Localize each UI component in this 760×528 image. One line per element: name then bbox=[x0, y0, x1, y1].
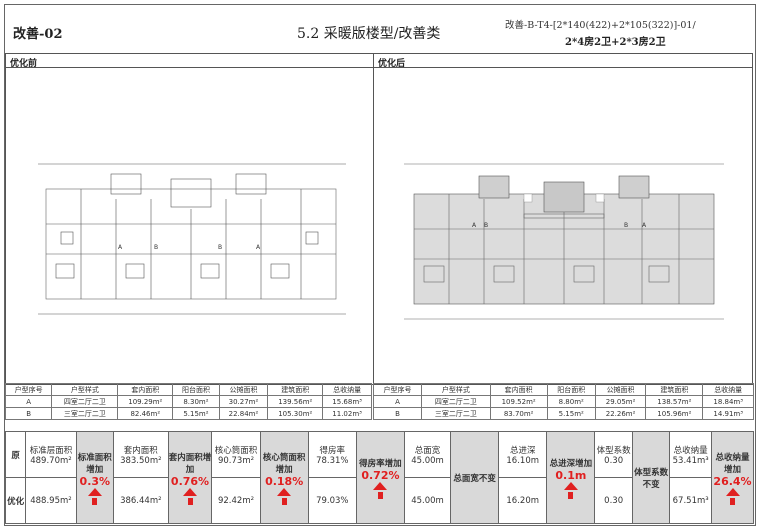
std-area-label: 标准层面积 bbox=[29, 445, 73, 456]
doc-code: 改善-02 bbox=[13, 27, 63, 42]
room-rate-orig: 78.31% bbox=[316, 455, 349, 466]
std-area-increase-value: 0.3% bbox=[79, 474, 111, 488]
room-rate-increase-cell: 得房率增加 0.72% bbox=[355, 431, 406, 524]
before-unit-table: 户型序号 户型样式 套内面积 阳台面积 公摊面积 建筑面积 总收纳量 A 四室二… bbox=[4, 383, 372, 420]
page-title: 5.2 采暖版楼型/改善类 bbox=[297, 26, 441, 42]
std-area-increase-cell: 标准面积增加 0.3% bbox=[75, 431, 115, 524]
storage-label: 总收纳量 bbox=[673, 445, 708, 456]
row-label-original: 原 bbox=[4, 431, 27, 478]
width-opt: 45.00m bbox=[404, 477, 451, 524]
depth-increase-value: 0.1m bbox=[555, 468, 587, 482]
after-panel: 优化后 bbox=[373, 53, 753, 385]
unit-mix: 2*4房2卫+2*3房2卫 bbox=[565, 37, 666, 48]
building-code: 改善-B-T4-[2*140(422)+2*105(322)]-01/ bbox=[505, 20, 696, 31]
inner-area-opt: 386.44m² bbox=[113, 477, 169, 524]
width-note: 总面宽不变 bbox=[449, 431, 500, 524]
up-arrow-icon bbox=[183, 488, 197, 496]
up-arrow-icon bbox=[87, 488, 102, 496]
up-arrow-icon bbox=[725, 488, 740, 496]
table-row: A 四室二厅二卫 109.29m² 8.30m² 30.27m² 139.56m… bbox=[4, 395, 372, 408]
core-area-orig: 90.73m² bbox=[217, 455, 255, 466]
width-orig: 45.00m bbox=[411, 455, 444, 466]
summary-table: 原 标准层面积 489.70m² 标准面积增加 0.3% 套内面积 383.50… bbox=[4, 431, 754, 524]
table-row: B 三室二厅二卫 82.46m² 5.15m² 22.84m² 105.30m²… bbox=[4, 407, 372, 420]
shape-coef-note: 体型系数不变 bbox=[631, 431, 671, 524]
after-unit-table: 户型序号 户型样式 套内面积 阳台面积 公摊面积 建筑面积 总收纳量 A 四室二… bbox=[372, 383, 754, 420]
after-title: 优化后 bbox=[378, 59, 406, 69]
room-rate-opt: 79.03% bbox=[307, 477, 357, 524]
before-panel: 优化前 bbox=[5, 53, 374, 385]
room-rate-label: 得房率 bbox=[319, 445, 346, 456]
depth-orig: 16.10m bbox=[506, 455, 540, 466]
svg-text:B: B bbox=[154, 244, 158, 251]
inner-area-increase-cell: 套内面积增加 0.76% bbox=[167, 431, 213, 524]
room-rate-increase-value: 0.72% bbox=[361, 468, 400, 482]
svg-text:A: A bbox=[256, 244, 261, 251]
svg-text:A: A bbox=[642, 222, 647, 229]
row-label-optimized: 优化 bbox=[4, 477, 27, 524]
svg-text:B: B bbox=[484, 222, 488, 229]
svg-text:A: A bbox=[472, 222, 477, 229]
before-title: 优化前 bbox=[10, 59, 38, 69]
core-area-opt: 92.42m² bbox=[211, 477, 261, 524]
core-area-increase-cell: 核心筒面积增加 0.18% bbox=[259, 431, 309, 524]
depth-label: 总进深 bbox=[509, 445, 536, 456]
inner-area-label: 套内面积 bbox=[123, 445, 158, 456]
up-arrow-icon bbox=[373, 482, 388, 490]
svg-text:B: B bbox=[218, 244, 222, 251]
core-area-increase-value: 0.18% bbox=[265, 474, 304, 488]
std-area-orig: 489.70m² bbox=[30, 455, 72, 466]
up-arrow-icon bbox=[563, 482, 578, 490]
svg-text:A: A bbox=[118, 244, 123, 251]
storage-opt: 67.51m³ bbox=[669, 477, 713, 524]
summary-row-optimized: 优化 488.95m² 386.44m² 92.42m² 79.03% 45.0… bbox=[4, 477, 754, 524]
inner-area-increase-value: 0.76% bbox=[170, 474, 210, 488]
table-header-row: 户型序号 户型样式 套内面积 阳台面积 公摊面积 建筑面积 总收纳量 bbox=[4, 383, 372, 396]
shape-coef-label: 体型系数 bbox=[596, 445, 631, 456]
storage-increase-cell: 总收纳量增加 26.4% bbox=[711, 431, 754, 524]
depth-opt: 16.20m bbox=[498, 477, 548, 524]
std-area-opt: 488.95m² bbox=[25, 477, 77, 524]
svg-text:B: B bbox=[624, 222, 628, 229]
summary-row-original: 原 标准层面积 489.70m² 标准面积增加 0.3% 套内面积 383.50… bbox=[4, 431, 754, 524]
depth-increase-cell: 总进深增加 0.1m bbox=[546, 431, 596, 524]
up-arrow-icon bbox=[277, 488, 292, 496]
width-label: 总面宽 bbox=[414, 445, 441, 456]
table-row: A 四室二厅二卫 109.52m² 8.80m² 29.05m² 138.57m… bbox=[372, 395, 754, 408]
table-header-row: 户型序号 户型样式 套内面积 阳台面积 公摊面积 建筑面积 总收纳量 bbox=[372, 383, 754, 396]
shape-coef-orig: 0.30 bbox=[604, 455, 624, 466]
page-frame: 改善-02 5.2 采暖版楼型/改善类 改善-B-T4-[2*140(422)+… bbox=[4, 4, 756, 526]
core-area-label: 核心筒面积 bbox=[214, 445, 258, 456]
table-row: B 三室二厅二卫 83.70m² 5.15m² 22.26m² 105.96m²… bbox=[372, 407, 754, 420]
storage-orig: 53.41m³ bbox=[672, 455, 709, 466]
shape-coef-opt: 0.30 bbox=[594, 477, 633, 524]
storage-increase-value: 26.4% bbox=[713, 474, 752, 488]
inner-area-orig: 383.50m² bbox=[120, 455, 162, 466]
